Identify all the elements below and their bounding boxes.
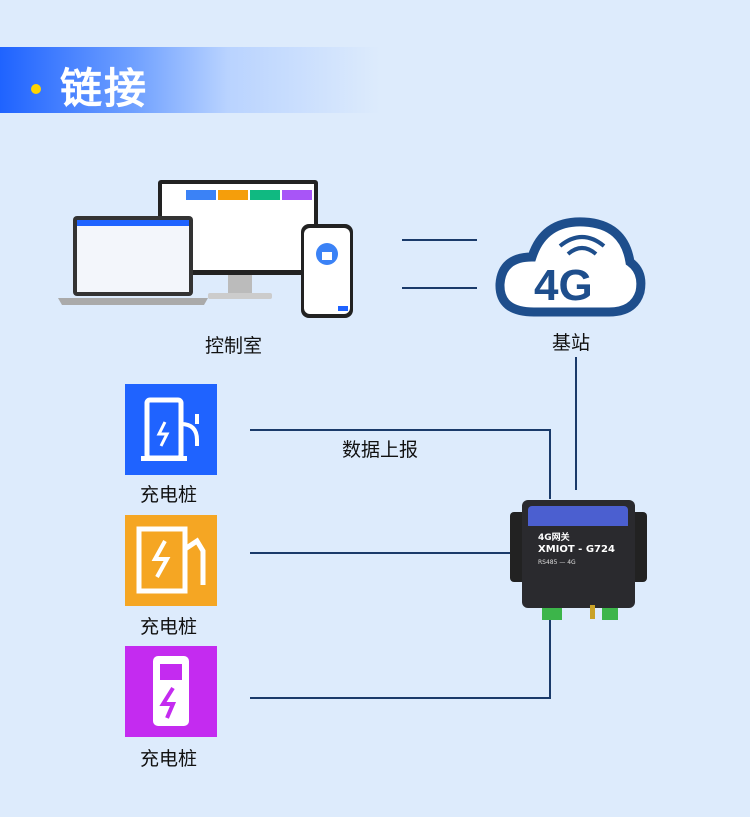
link-line: [250, 697, 551, 699]
link-line: [549, 620, 551, 699]
control-room-devices: [58, 178, 358, 323]
cloud-4g-icon: 4G: [494, 212, 646, 326]
charger-label: 充电桩: [140, 484, 198, 506]
link-line: [250, 552, 515, 554]
link-line: [549, 429, 551, 499]
svg-text:4G: 4G: [534, 261, 593, 310]
charger-pile-icon: [125, 384, 217, 475]
link-line: [250, 429, 551, 431]
gateway-device: 4G网关 XMIOT - G724 RS485 — 4G: [510, 500, 647, 622]
header-band: [0, 47, 380, 113]
gateway-model: XMIOT - G724: [538, 544, 615, 555]
charger-pile-icon: [125, 515, 217, 606]
gateway-type: 4G网关: [538, 533, 570, 543]
link-line: [402, 287, 477, 289]
charger-label: 充电桩: [140, 616, 198, 638]
charger-pile-icon: [125, 646, 217, 737]
charger-label: 充电桩: [140, 748, 198, 770]
data-report-label: 数据上报: [342, 439, 419, 461]
gateway-spec: RS485 — 4G: [538, 559, 576, 566]
base-station-label: 基站: [552, 332, 591, 354]
devices-illustration: [58, 180, 353, 318]
link-line: [575, 357, 577, 490]
link-line: [402, 239, 477, 241]
page-title: 链接: [60, 64, 149, 113]
bullet-dot: [31, 84, 41, 94]
control-room-label: 控制室: [205, 335, 263, 357]
